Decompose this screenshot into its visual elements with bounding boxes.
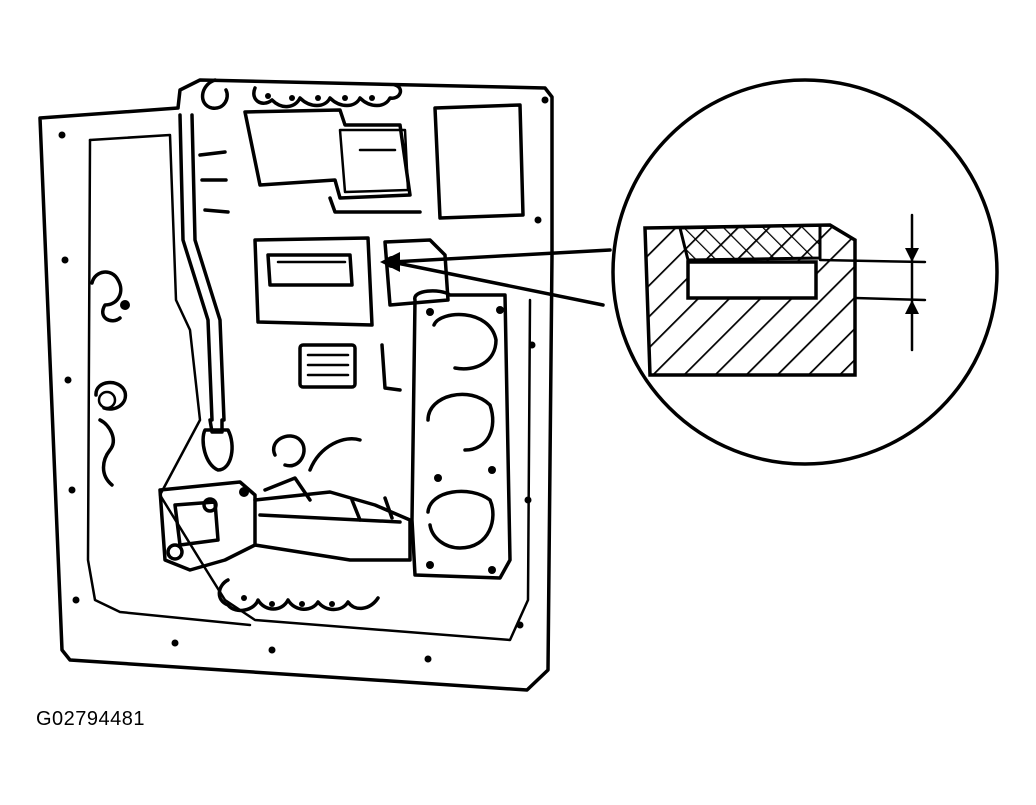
tube-line	[178, 113, 230, 422]
retaining-clips	[90, 270, 130, 487]
servo-plate	[410, 289, 512, 580]
upper-plates	[243, 103, 525, 220]
lower-check-ball-row	[217, 578, 380, 613]
detail-callout-circle	[611, 78, 999, 466]
small-spring	[298, 343, 402, 392]
transmission-case	[38, 78, 554, 692]
case-bolt-holes	[58, 96, 549, 663]
figure-id-label: G02794481	[36, 708, 146, 730]
detail-pointer	[380, 248, 612, 307]
accumulator-bore	[253, 236, 450, 327]
upper-check-ball-row	[200, 78, 403, 110]
manual-valve-assembly	[158, 418, 412, 572]
